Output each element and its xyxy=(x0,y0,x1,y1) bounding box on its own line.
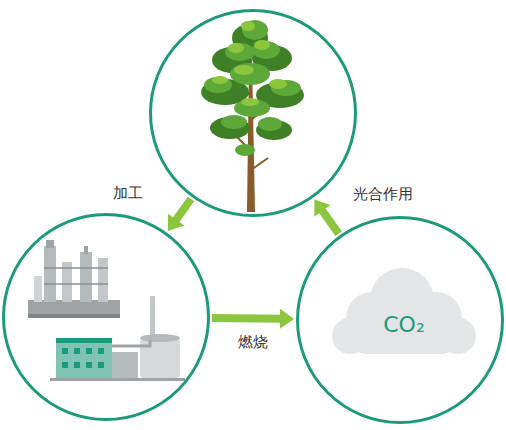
edge-label: 光合作用 xyxy=(351,185,415,204)
tree-illustration xyxy=(201,20,304,212)
cloud-illustration xyxy=(332,268,476,354)
flow-arrow xyxy=(168,199,191,231)
edge-label: 加工 xyxy=(111,184,145,203)
circle-node: CO₂ xyxy=(296,216,504,424)
flow-arrow xyxy=(314,199,338,233)
factory-illustration xyxy=(28,240,185,381)
circle-node xyxy=(149,9,357,217)
node-text: CO₂ xyxy=(383,312,425,337)
circle-node xyxy=(2,213,210,421)
edge-label: 燃烧 xyxy=(236,333,270,352)
flow-arrow xyxy=(212,309,294,329)
